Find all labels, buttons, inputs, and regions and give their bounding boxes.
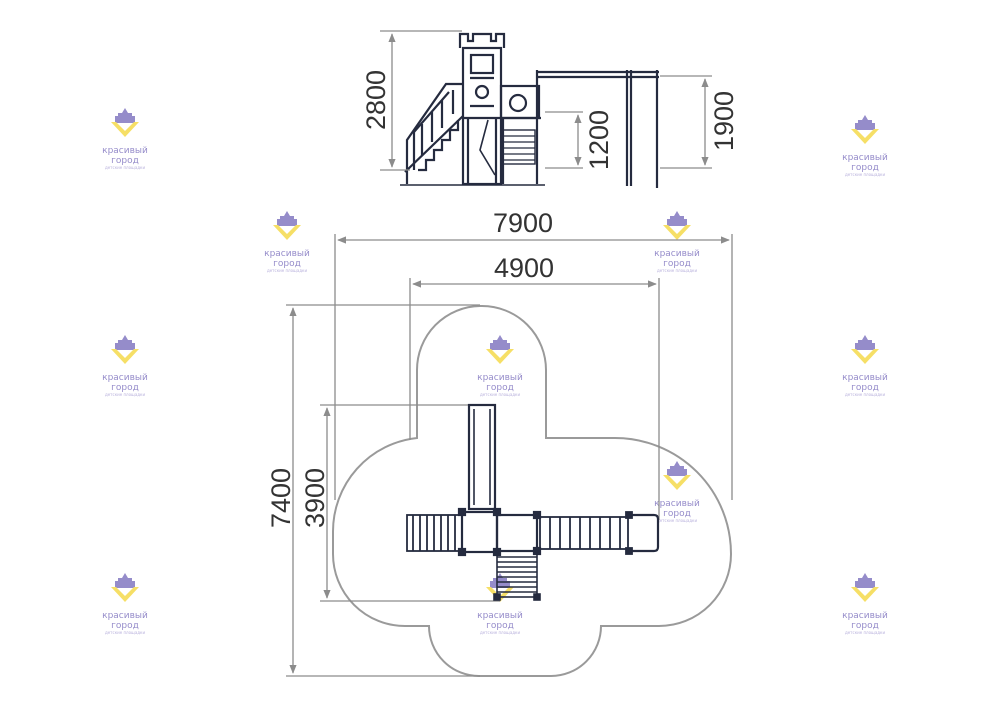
watermark-logo: красивый город детские площадки — [102, 108, 148, 170]
watermark-tagline: детские площадки — [480, 630, 521, 635]
watermark-line1: красивый — [654, 499, 700, 509]
dim-side-total-height: 2800 — [361, 70, 391, 130]
slide — [467, 403, 497, 511]
watermark-logo: красивый город детские площадки — [102, 573, 148, 635]
dim-plan-inner-width: 4900 — [494, 253, 554, 283]
watermark-layer: красивый город детские площадки красивый… — [102, 108, 888, 635]
watermark-line1: красивый — [842, 611, 888, 621]
watermark-logo: красивый город детские площадки — [842, 335, 888, 397]
watermark-logo: красивый город детские площадки — [477, 573, 523, 635]
watermark-tagline: детские площадки — [480, 392, 521, 397]
left-ladder — [406, 514, 463, 552]
watermark-line2: город — [851, 163, 879, 173]
watermark-line2: город — [663, 259, 691, 269]
watermark-tagline: детские площадки — [845, 630, 886, 635]
monkey-bars — [539, 511, 660, 555]
watermark-line1: красивый — [477, 611, 523, 621]
watermark-tagline: детские площадки — [105, 392, 146, 397]
watermark-logo: красивый город детские площадки — [654, 461, 700, 523]
watermark-line2: город — [486, 621, 514, 631]
watermark-logo: красивый город детские площадки — [842, 573, 888, 635]
watermark-tagline: детские площадки — [105, 630, 146, 635]
watermark-logo: красивый город детские площадки — [654, 211, 700, 273]
plan-equipment — [406, 403, 660, 601]
watermark-line1: красивый — [842, 373, 888, 383]
watermark-line2: город — [111, 621, 139, 631]
plan-dimensions — [286, 234, 733, 677]
bottom-stair — [493, 550, 541, 601]
watermark-line2: город — [486, 383, 514, 393]
safety-zone-outline — [331, 305, 733, 677]
watermark-line2: город — [273, 259, 301, 269]
watermark-logo: красивый город детские площадки — [264, 211, 310, 273]
watermark-line1: красивый — [102, 146, 148, 156]
watermark-tagline: детские площадки — [845, 172, 886, 177]
side-dimensions — [380, 30, 712, 171]
watermark-tagline: детские площадки — [657, 518, 698, 523]
watermark-tagline: детские площадки — [105, 165, 146, 170]
left-stair — [404, 82, 464, 184]
watermark-logo: красивый город детские площадки — [102, 335, 148, 397]
watermark-line1: красивый — [654, 249, 700, 259]
watermark-line2: город — [111, 383, 139, 393]
watermark-tagline: детские площадки — [657, 268, 698, 273]
dim-plan-inner-depth: 3900 — [300, 468, 330, 528]
watermark-line2: город — [851, 383, 879, 393]
watermark-line1: красивый — [264, 249, 310, 259]
watermark-logo: красивый город детские площадки — [477, 335, 523, 397]
dim-plan-outer-width: 7900 — [493, 208, 553, 238]
watermark-line2: город — [851, 621, 879, 631]
watermark-line1: красивый — [477, 373, 523, 383]
tower-platform — [457, 507, 542, 557]
watermark-line2: город — [663, 509, 691, 519]
dim-plan-outer-depth: 7400 — [266, 468, 296, 528]
watermark-line1: красивый — [842, 153, 888, 163]
watermark-tagline: детские площадки — [267, 268, 308, 273]
dim-side-platform-height: 1200 — [584, 110, 614, 170]
platform-module — [479, 70, 541, 184]
watermark-tagline: детские площадки — [845, 392, 886, 397]
bar-frame — [537, 70, 659, 188]
side-elevation-view — [400, 32, 659, 188]
tower — [458, 32, 506, 186]
watermark-line2: город — [111, 156, 139, 166]
dim-side-bar-height: 1900 — [709, 91, 739, 151]
watermark-line1: красивый — [102, 611, 148, 621]
watermark-line1: красивый — [102, 373, 148, 383]
watermark-logo: красивый город детские площадки — [842, 115, 888, 177]
